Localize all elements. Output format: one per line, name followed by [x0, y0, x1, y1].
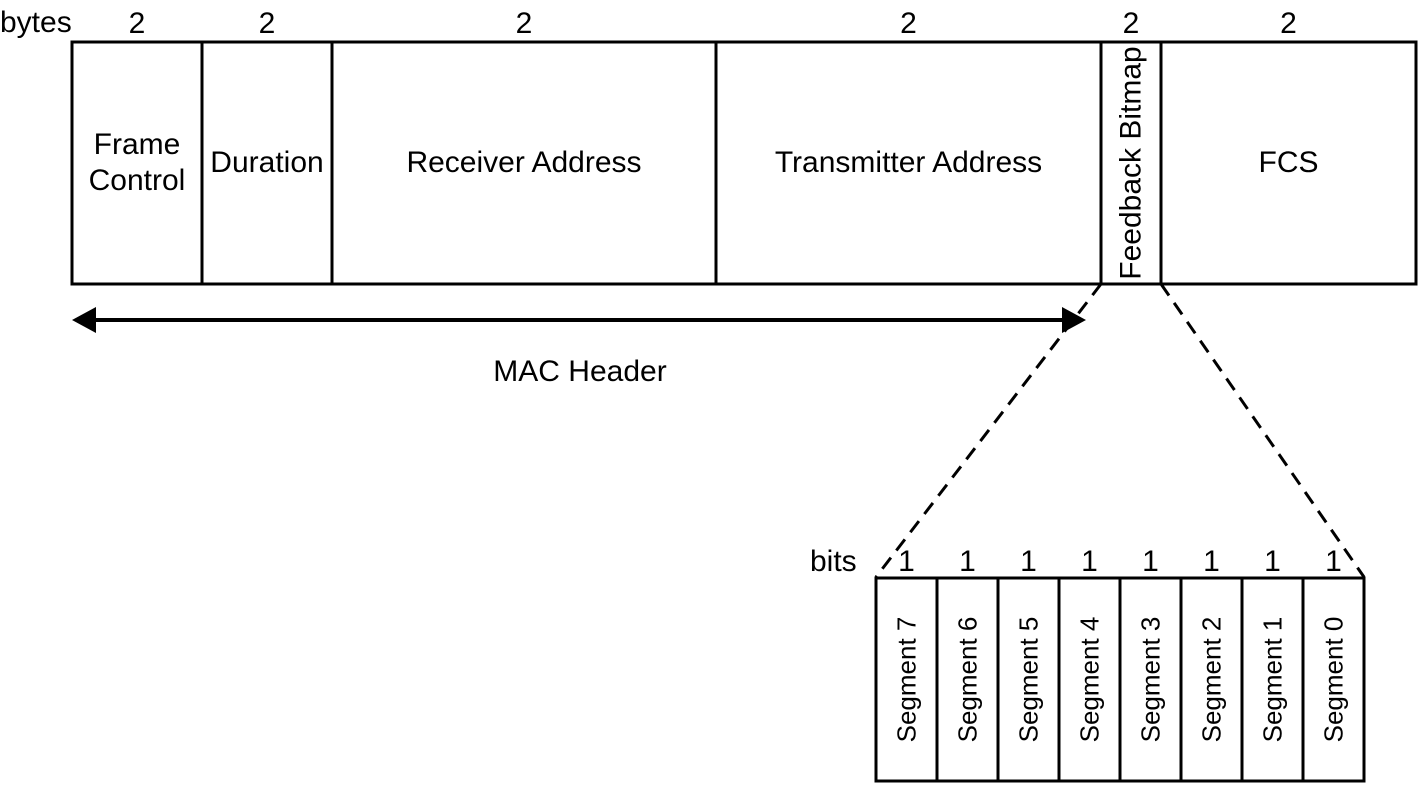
bitmap-box-segment-1 [1240, 576, 1305, 783]
bitmap-size-segment-1: 1 [1264, 545, 1281, 578]
zoom-line-left [874, 283, 1103, 578]
field-label-frame-control-line-2: Control [89, 164, 186, 197]
bitmap-size-segment-6: 1 [959, 545, 976, 578]
bitmap-box-segment-4 [1057, 576, 1122, 783]
bitmap-label-segment-2: Segment 2 [1197, 617, 1227, 743]
bitmap-box-segment-3 [1118, 576, 1183, 783]
field-size-frame-control: 2 [129, 7, 146, 40]
field-box-receiver-address [330, 40, 718, 286]
field-size-fcs: 2 [1280, 7, 1297, 40]
field-size-transmitter-address: 2 [900, 7, 917, 40]
bitmap-label-segment-1: Segment 1 [1258, 617, 1288, 743]
zoom-line-right [1159, 283, 1366, 578]
field-label-receiver-address: Receiver Address [406, 146, 641, 179]
field-label-feedback-bitmap: Feedback Bitmap [1115, 46, 1148, 279]
bitmap-size-segment-7: 1 [898, 545, 915, 578]
bitmap-size-segment-0: 1 [1325, 545, 1342, 578]
bitmap-size-segment-4: 1 [1081, 545, 1098, 578]
field-size-receiver-address: 2 [516, 7, 533, 40]
field-label-frame-control-line-1: Frame [94, 128, 181, 161]
bitmap-label-segment-4: Segment 4 [1075, 617, 1105, 743]
field-box-transmitter-address [714, 40, 1103, 286]
bitmap-label-segment-6: Segment 6 [953, 617, 983, 743]
bitmap-label-segment-5: Segment 5 [1014, 617, 1044, 743]
bitmap-label-segment-3: Segment 3 [1136, 617, 1166, 743]
field-label-duration: Duration [210, 146, 323, 179]
mac-header-label: MAC Header [493, 355, 666, 388]
bitmap-size-segment-3: 1 [1142, 545, 1159, 578]
field-label-transmitter-address: Transmitter Address [775, 146, 1042, 179]
bitmap-size-segment-5: 1 [1020, 545, 1037, 578]
field-label-fcs: FCS [1259, 146, 1319, 179]
mac-header-span-arrow [72, 307, 1086, 333]
bitmap-size-segment-2: 1 [1203, 545, 1220, 578]
field-size-duration: 2 [259, 7, 276, 40]
bitmap-box-segment-2 [1179, 576, 1244, 783]
field-box-frame-control [70, 40, 204, 286]
bytes-unit-label: bytes [0, 6, 72, 39]
bitmap-box-segment-7 [874, 576, 939, 783]
field-size-feedback-bitmap: 2 [1123, 7, 1140, 40]
bitmap-box-segment-0 [1301, 576, 1366, 783]
bitmap-label-segment-0: Segment 0 [1319, 617, 1349, 743]
bitmap-label-segment-7: Segment 7 [892, 617, 922, 743]
bitmap-box-segment-5 [996, 576, 1061, 783]
field-box-duration [200, 40, 334, 286]
bits-unit-label: bits [810, 545, 857, 578]
bitmap-box-segment-6 [935, 576, 1000, 783]
field-box-fcs [1159, 40, 1418, 286]
